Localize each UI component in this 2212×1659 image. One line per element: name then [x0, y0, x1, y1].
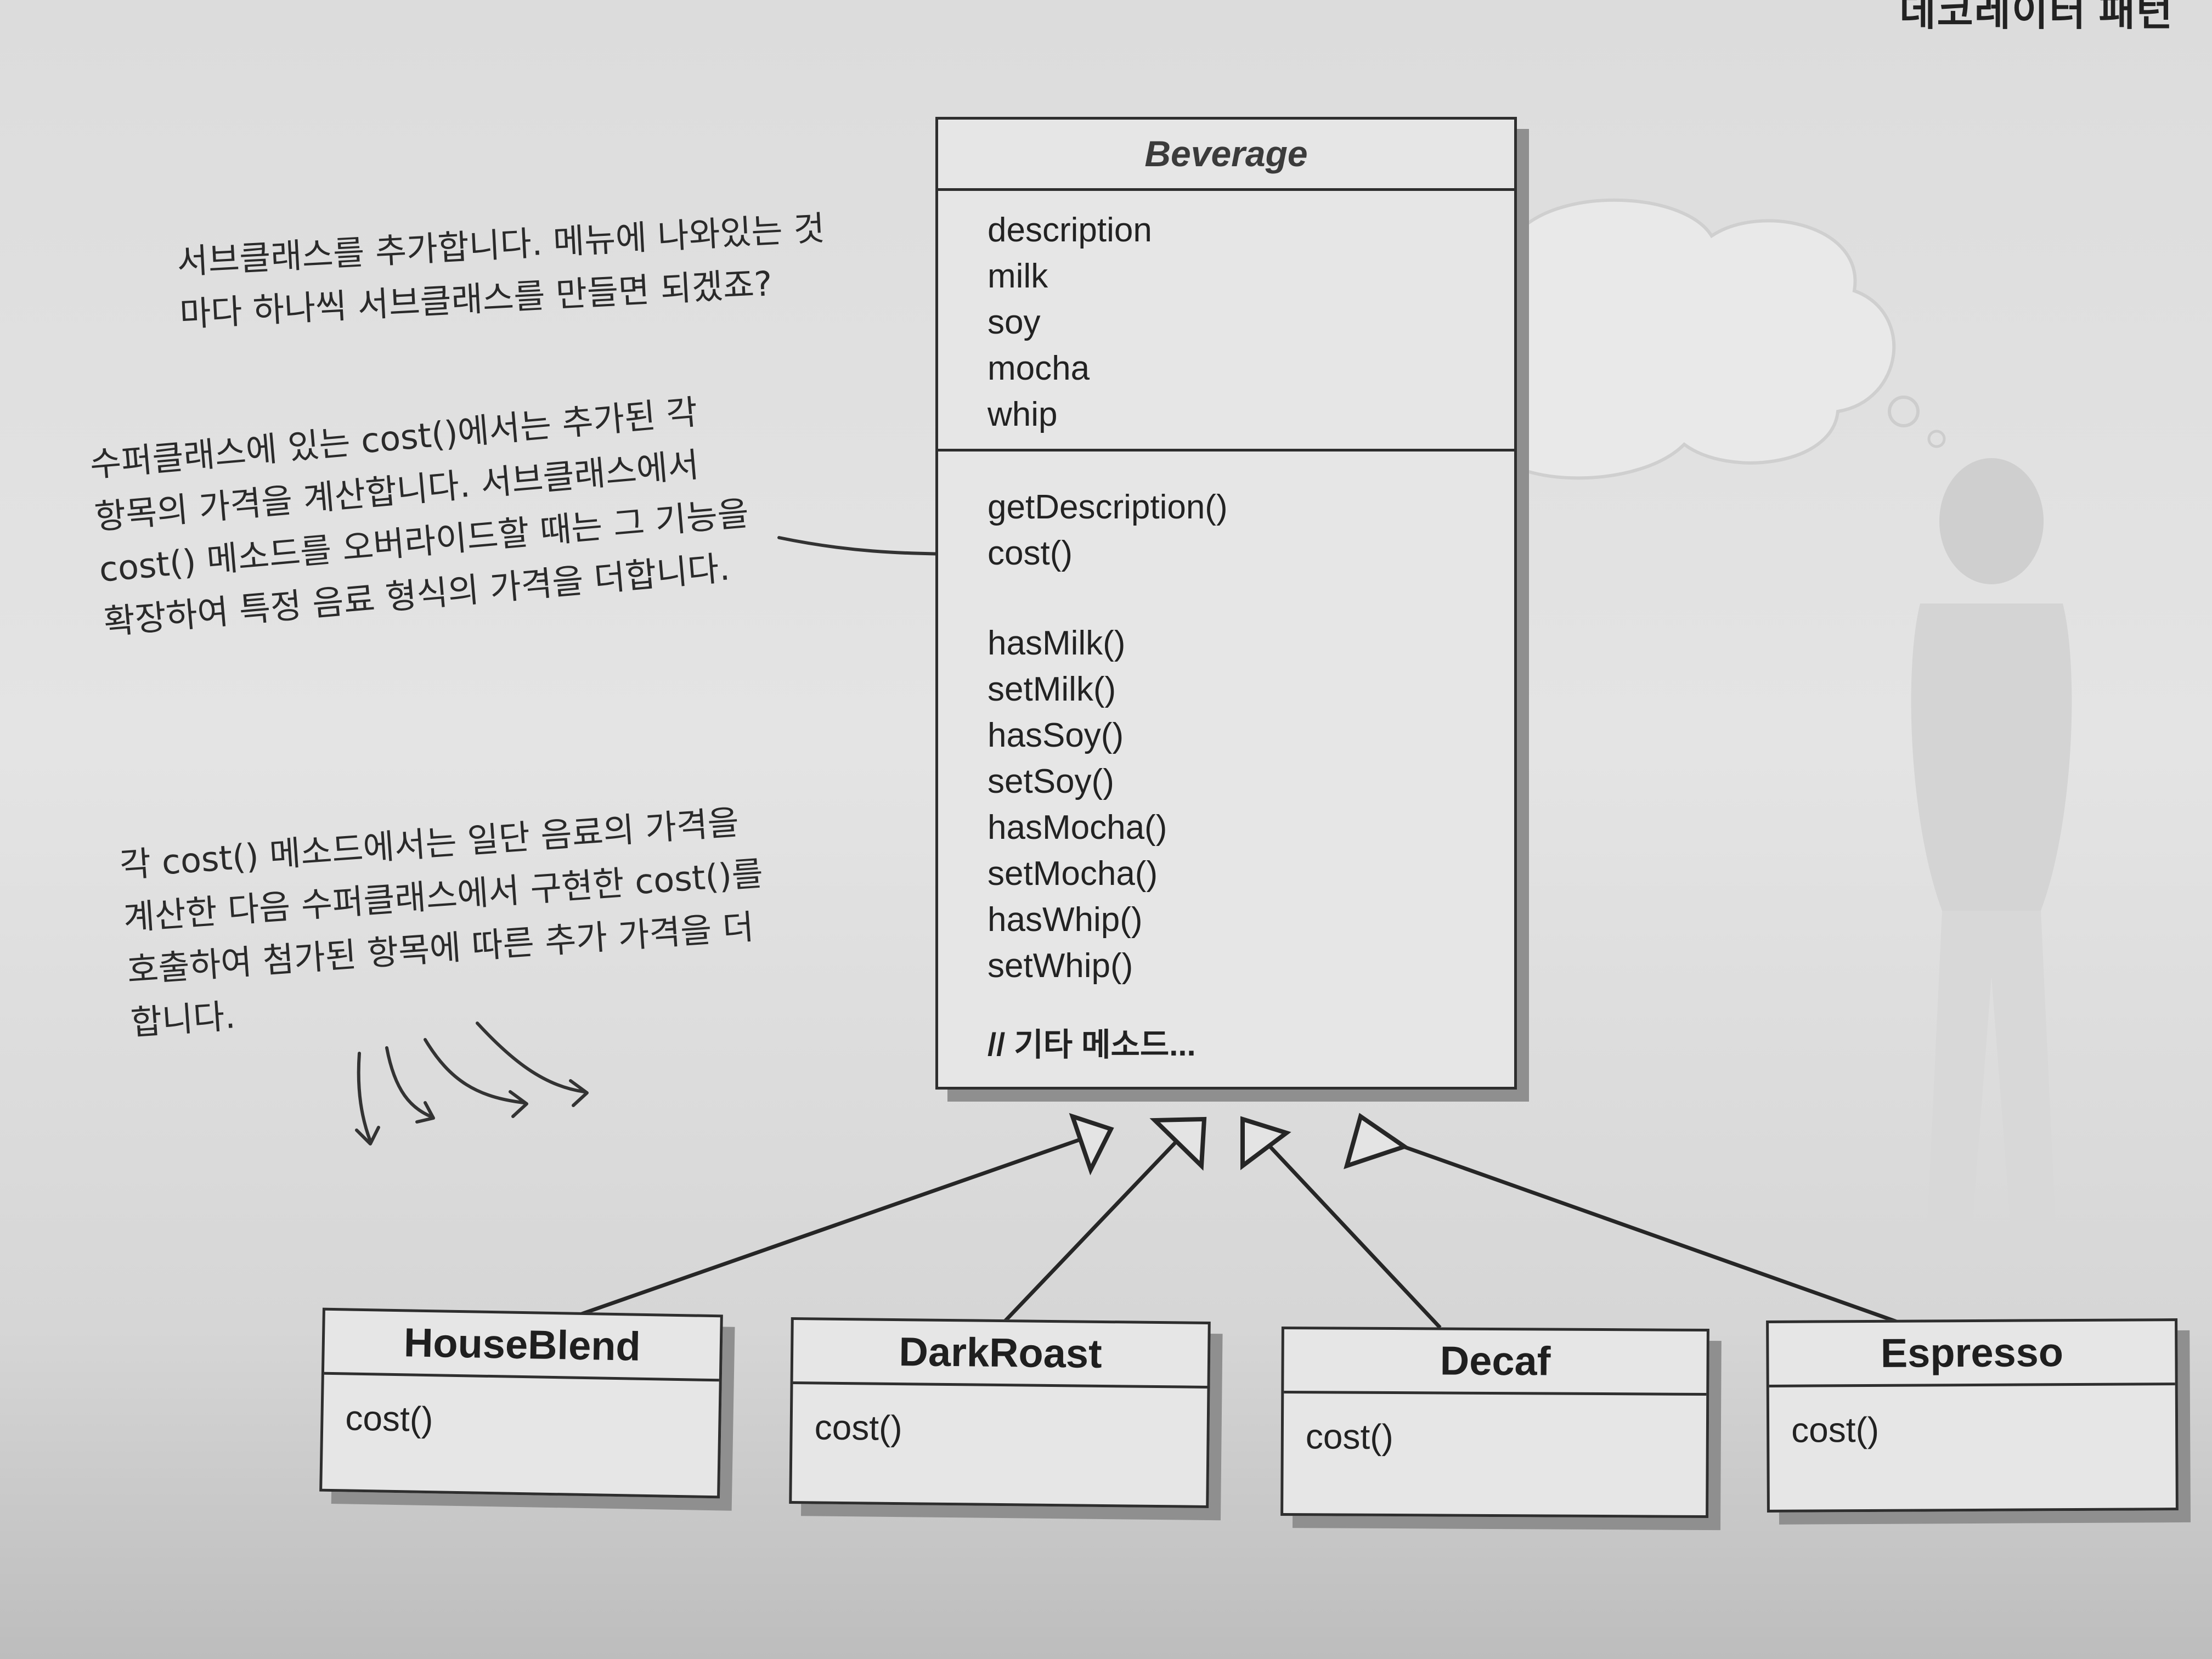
espresso-class-box: Espresso cost(): [1766, 1318, 2179, 1513]
inheritance-line-espresso: [1387, 1139, 1899, 1324]
darkroast-class-box: DarkRoast cost(): [789, 1317, 1211, 1508]
method-list: getDescription() cost() hasMilk() setMil…: [938, 452, 1514, 1068]
class-name: Espresso: [1880, 1329, 2064, 1376]
method-item: setWhip(): [988, 947, 1133, 985]
squiggle-arrow-2-head: [415, 1101, 435, 1124]
inheritance-arrowhead-darkroast: [1149, 1116, 1207, 1171]
decaf-class-box: Decaf cost(): [1280, 1326, 1709, 1519]
squiggle-arrow-3: [424, 1038, 526, 1104]
field-item: soy: [988, 303, 1041, 341]
field-item: mocha: [988, 349, 1090, 387]
squiggle-arrow-4-head: [569, 1079, 589, 1107]
method-item: hasWhip(): [988, 901, 1143, 939]
inheritance-line-decaf: [1268, 1145, 1442, 1329]
method-item: cost(): [1305, 1417, 1394, 1457]
method-item: cost(): [814, 1407, 903, 1448]
class-name: Beverage: [1144, 133, 1308, 174]
field-list: description milk soy mocha whip: [938, 191, 1514, 449]
class-name: HouseBlend: [403, 1319, 641, 1369]
method-item: cost(): [345, 1398, 434, 1440]
other-methods-comment: // 기타 메소드...: [988, 1027, 1196, 1063]
houseblend-class-box: HouseBlend cost(): [319, 1307, 723, 1499]
method-gap: [988, 577, 1514, 620]
squiggle-arrow-1: [357, 1052, 372, 1143]
method-item: setMocha(): [988, 855, 1158, 893]
inheritance-line-houseblend: [580, 1136, 1085, 1316]
divider: [938, 188, 1514, 191]
field-item: description: [988, 211, 1152, 249]
divider: [938, 449, 1514, 452]
inheritance-line-darkroast: [1002, 1139, 1178, 1324]
method-item: setMilk(): [988, 670, 1116, 708]
method-item: cost(): [988, 534, 1073, 572]
class-name: DarkRoast: [899, 1329, 1103, 1376]
field-item: milk: [988, 257, 1048, 295]
method-item: setSoy(): [988, 763, 1114, 800]
method-item: cost(): [1791, 1409, 1880, 1450]
method-item: hasSoy(): [988, 716, 1124, 754]
method-item: hasMocha(): [988, 809, 1167, 847]
method-item: getDescription(): [988, 488, 1228, 526]
squiggle-arrow-3-head: [509, 1090, 528, 1118]
inheritance-arrowhead-decaf: [1240, 1116, 1291, 1170]
squiggle-arrow-1-head: [355, 1126, 380, 1146]
page-header: 데코레이터 패턴: [1899, 0, 2174, 34]
squiggle-arrow-4: [476, 1022, 586, 1093]
inheritance-arrowhead-espresso: [1344, 1113, 1409, 1170]
inheritance-arrowhead-houseblend: [1069, 1113, 1114, 1176]
squiggle-arrow-2: [385, 1046, 432, 1118]
field-item: whip: [988, 396, 1058, 433]
beverage-class-box: Beverage description milk soy mocha whip…: [935, 117, 1517, 1090]
background-woman-figure: [1911, 458, 2072, 1262]
class-name: Decaf: [1440, 1338, 1551, 1384]
method-item: hasMilk(): [988, 624, 1126, 662]
annotation-subclass-cost: 각 cost() 메소드에서는 일단 음료의 가격을 계산한 다음 수퍼클래스에…: [118, 794, 772, 1049]
